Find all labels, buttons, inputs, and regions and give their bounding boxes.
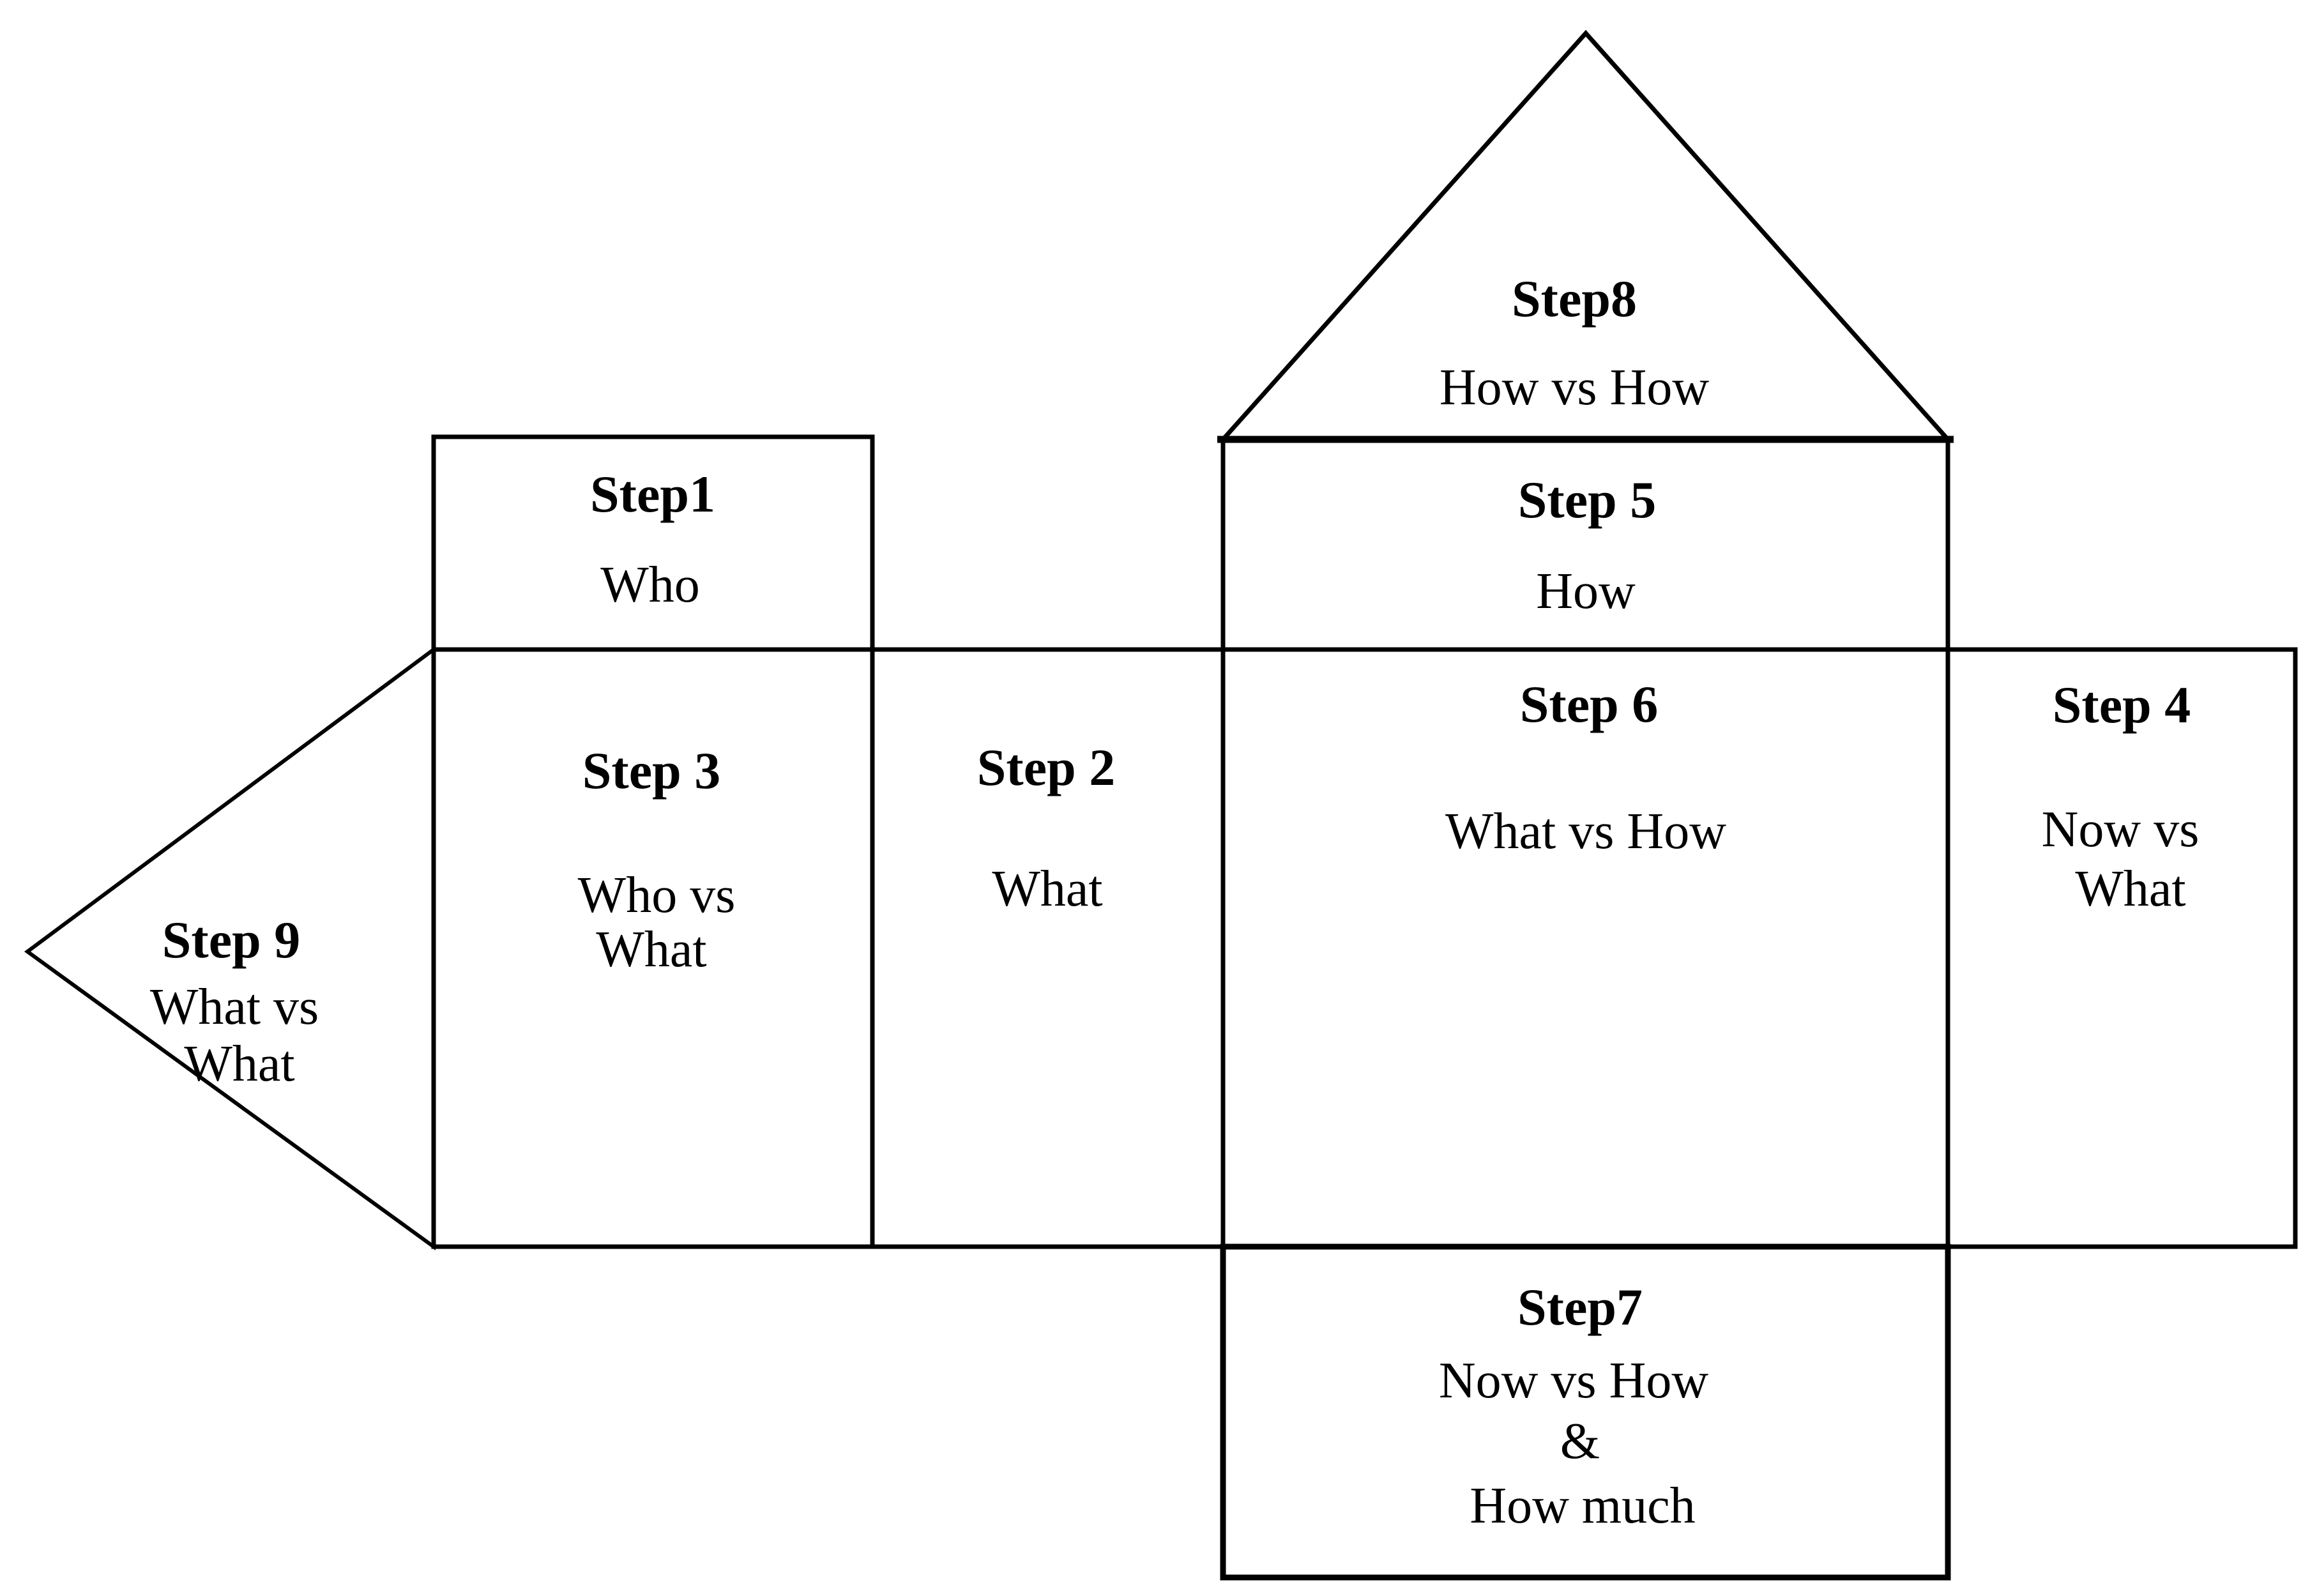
step4-line-1: Now vs — [2041, 802, 2200, 858]
step8-line: How vs How — [1439, 360, 1710, 416]
step9-line-2: What — [184, 1036, 295, 1092]
step7-line-2: & — [1560, 1413, 1600, 1470]
step3-line-1: Who vs — [577, 867, 736, 923]
main-band-shape — [431, 647, 2298, 1249]
step7-line-3: How much — [1470, 1478, 1696, 1534]
step6-line: What vs How — [1445, 803, 1726, 860]
step7-box-shape — [1220, 1243, 1951, 1581]
step1-line: Who — [600, 557, 700, 613]
step9-title: Step 9 — [162, 911, 301, 969]
step8-title: Step8 — [1512, 270, 1637, 328]
step4-title: Step 4 — [2052, 676, 2191, 734]
left-arrow-triangle-shape — [24, 646, 436, 1250]
step2-line: What — [992, 861, 1103, 917]
step2-title: Step 2 — [976, 738, 1116, 796]
step4-line-2: What — [2075, 861, 2186, 917]
step9-line-1: What vs — [149, 979, 319, 1035]
step5-title: Step 5 — [1517, 471, 1657, 529]
step7-line-1: Now vs How — [1438, 1353, 1709, 1409]
step3-line-2: What — [596, 922, 707, 978]
step5-line: How — [1536, 563, 1636, 619]
step3-title: Step 3 — [582, 741, 721, 800]
step1-title: Step1 — [590, 465, 715, 523]
step7-title: Step7 — [1517, 1278, 1643, 1336]
step6-title: Step 6 — [1519, 675, 1659, 733]
